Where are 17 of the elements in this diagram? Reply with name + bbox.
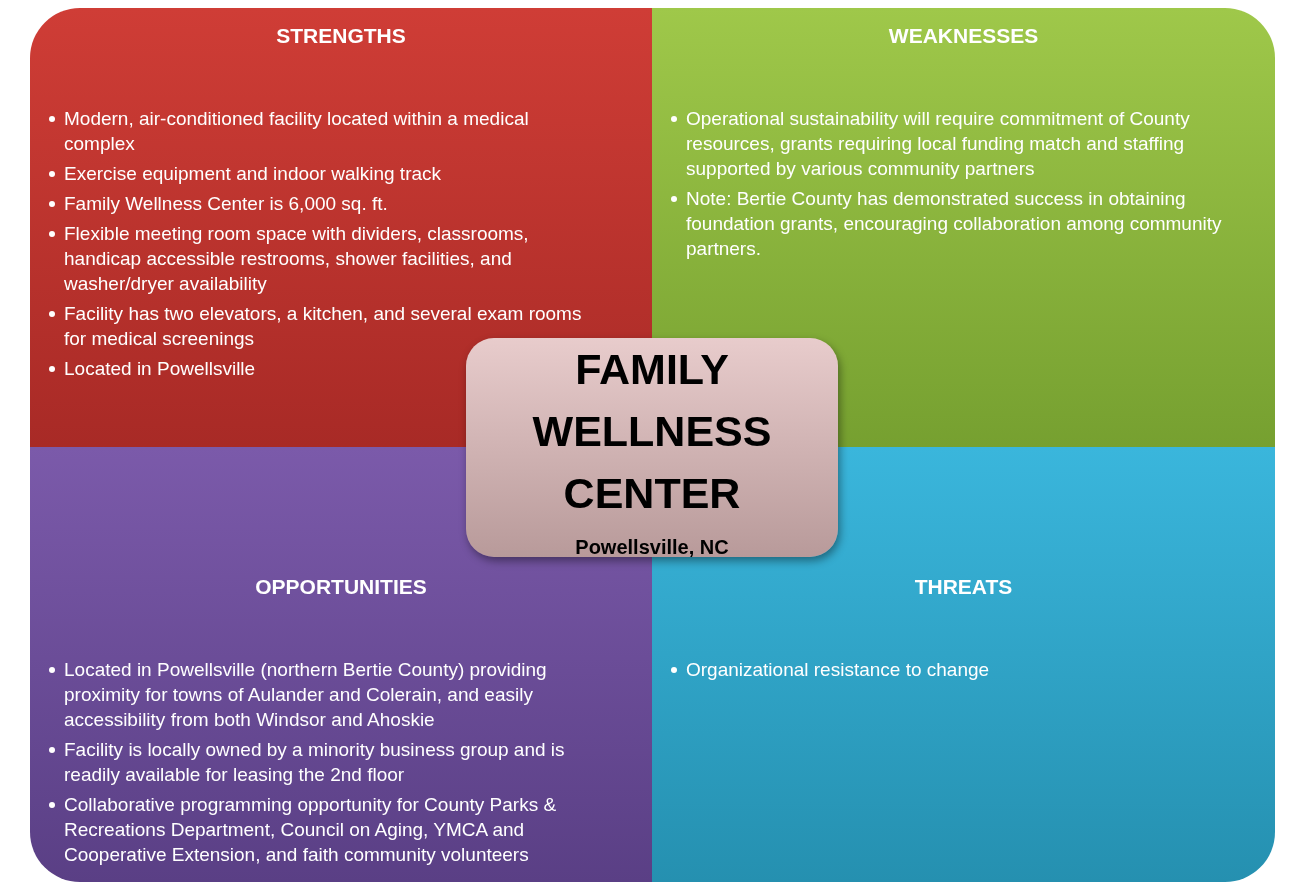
panel-heading: STRENGTHS (275, 24, 407, 48)
center-subtitle: Powellsville, NC (574, 536, 730, 559)
panel-heading: WEAKNESSES (887, 24, 1040, 48)
bullet-text: Located in Powellsville (northern Bertie County) providing proximity for towns of Aulander and Colerain, and easily accessibility from both Windsor and Ahoskie (64, 659, 547, 730)
bullet-text: Exercise equipment and indoor walking track (64, 163, 442, 184)
bullet-text: Modern, air-conditioned facility located within a medical complex (64, 108, 529, 154)
bullet-text: Organizational resistance to change (686, 659, 990, 680)
bullet-text: Family Wellness Center is 6,000 sq. ft. (64, 193, 388, 214)
panel-heading: THREATS (913, 575, 1014, 599)
bullet-text: Located in Powellsville (64, 358, 256, 379)
center-box (466, 338, 838, 557)
panel-heading: OPPORTUNITIES (254, 575, 428, 599)
bullet-text: Operational sustainability will require commitment of County resources, grants requiring local funding match and staffing supported by various community partners (686, 108, 1190, 179)
bullet-text: Collaborative programming opportunity for County Parks & Recreations Department, Council on Aging, YMCA and Cooperative Extension, and faith community volunteers (64, 794, 557, 865)
bullet-text: Note: Bertie County has demonstrated success in obtaining foundation grants, encouraging collaboration among community partners. (686, 188, 1222, 259)
bullet-text: Flexible meeting room space with dividers, classrooms, handicap accessible restrooms, shower facilities, and washer/dryer availability (64, 223, 529, 294)
bullet-text: Facility is locally owned by a minority business group and is readily available for leasing the 2nd floor (64, 739, 565, 785)
